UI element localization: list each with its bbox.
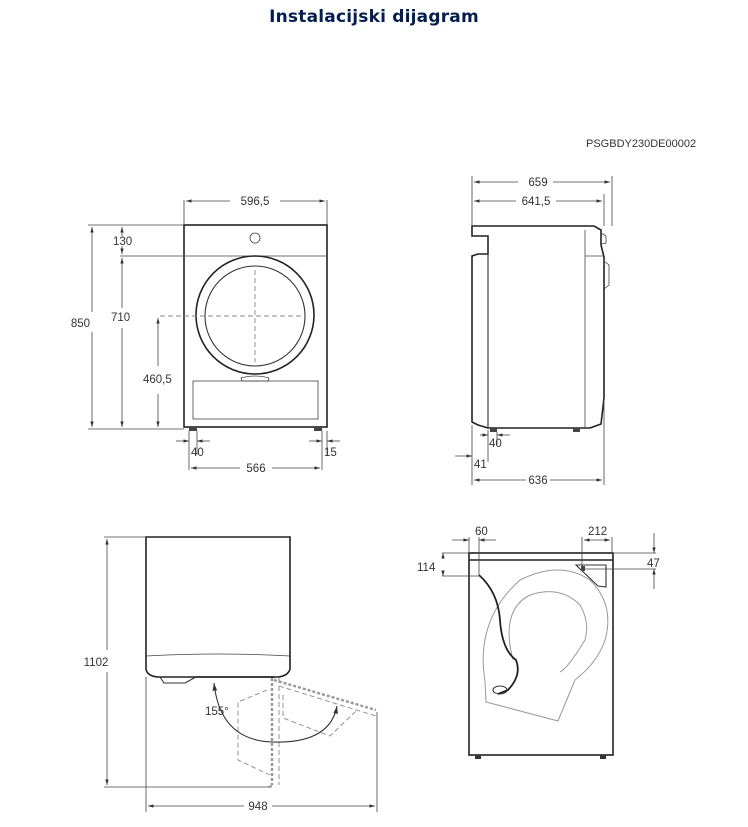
open-depth-label: 1102 [84, 657, 109, 669]
rear-view: 60 114 212 47 [417, 526, 660, 759]
depth-base-label: 636 [528, 475, 547, 487]
foot-right-label: 15 [324, 447, 337, 459]
front-view: 596,5 850 130 710 460,5 40 15 566 [71, 196, 340, 475]
outlet-y-label: 47 [647, 558, 660, 570]
page-title: Instalacijski dijagram [269, 7, 479, 27]
door-center-label: 460,5 [143, 374, 172, 386]
front-width-label: 596,5 [241, 196, 270, 208]
depth-body-label: 641,5 [522, 196, 551, 208]
cable-y-label: 114 [417, 562, 436, 574]
side-view: 659 641,5 40 41 636 [455, 176, 613, 487]
back-offset-label: 41 [474, 459, 487, 471]
front-height-label: 850 [71, 318, 90, 330]
document-code: PSGBDY230DE00002 [586, 138, 697, 150]
door-height-label: 710 [111, 312, 130, 324]
depth-total-label: 659 [528, 177, 547, 189]
door-angle-label: 155° [205, 706, 229, 718]
top-panel-label: 130 [113, 236, 132, 248]
outlet-x-label: 212 [588, 526, 607, 538]
cable-x-label: 60 [475, 526, 488, 538]
foot-span-label: 566 [246, 463, 265, 475]
open-width-label: 948 [248, 801, 267, 813]
side-foot-label: 40 [489, 438, 502, 450]
foot-left-label: 40 [191, 447, 204, 459]
top-view: 1102 948 155° [84, 536, 378, 813]
